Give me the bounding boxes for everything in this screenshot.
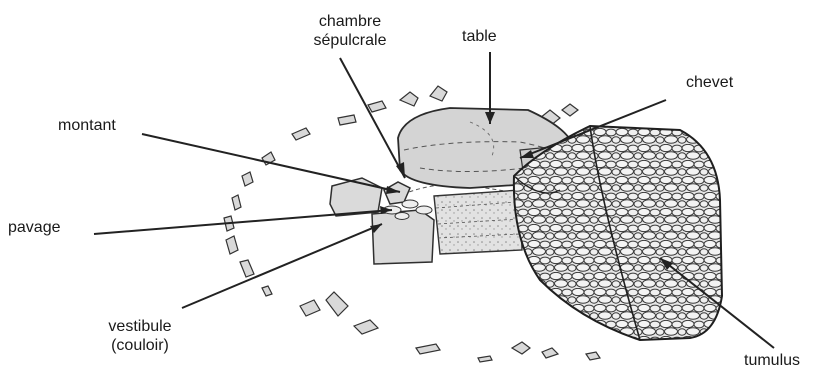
label-chambre-line1: chambre: [304, 12, 396, 31]
vestibule-slabs: [330, 178, 434, 264]
leader-pavage: [94, 210, 392, 234]
label-montant: montant: [58, 116, 116, 135]
label-vestibule-line1: vestibule: [94, 317, 186, 336]
chamber-wall: [434, 190, 522, 254]
tumulus-cairn: [514, 126, 722, 340]
leader-vestibule: [182, 224, 382, 308]
label-table: table: [462, 27, 497, 46]
label-vestibule-line2: (couloir): [94, 336, 186, 355]
label-tumulus: tumulus: [744, 351, 800, 370]
label-chambre-line2: sépulcrale: [304, 31, 396, 50]
label-chevet: chevet: [686, 73, 733, 92]
leader-montant: [142, 134, 400, 192]
label-pavage: pavage: [8, 218, 61, 237]
label-vestibule: vestibule (couloir): [94, 317, 186, 355]
label-chambre: chambre sépulcrale: [304, 12, 396, 50]
